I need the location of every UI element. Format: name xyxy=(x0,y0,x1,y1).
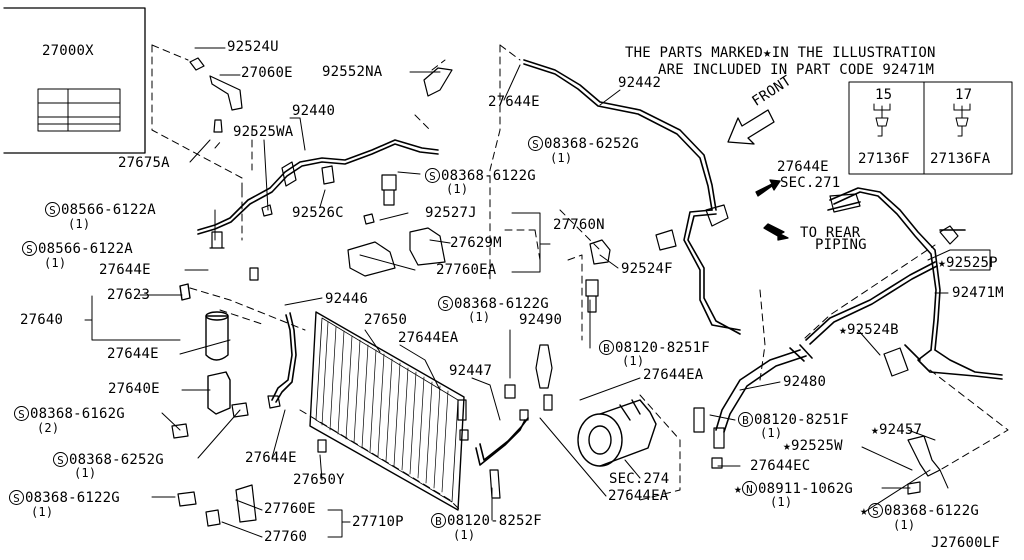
callout-27760E: 27760E xyxy=(264,501,316,517)
callout-92457: ★92457 xyxy=(871,422,923,439)
label-box-frame xyxy=(3,7,146,154)
callout-92524F: 92524F xyxy=(621,261,673,277)
caution-label-graphic xyxy=(37,88,121,132)
note-line-2: ARE INCLUDED IN PART CODE 92471M xyxy=(658,62,935,78)
callout-92480: 92480 xyxy=(783,374,827,390)
callout-sec274: SEC.274 xyxy=(609,471,670,487)
qty-08368-6162G: (2) xyxy=(37,421,60,435)
callout-27650Y: 27650Y xyxy=(293,472,345,488)
qty-08368-6122G-c: (1) xyxy=(31,505,54,519)
leader-lines xyxy=(84,47,991,538)
callout-27760N: 27760N xyxy=(553,217,605,233)
pipes xyxy=(197,59,1003,466)
legend-size-15: 15 xyxy=(875,87,893,103)
callout-92525P: ★92525P xyxy=(938,255,998,272)
qty-08120-8251F-b: (1) xyxy=(760,426,783,440)
callout-92552NA: 92552NA xyxy=(322,64,383,80)
callout-27644E-left-2: 27644E xyxy=(107,346,159,362)
compressor-graphic xyxy=(577,399,657,467)
callout-27640: 27640 xyxy=(20,312,64,328)
callout-27623: 27623 xyxy=(107,287,151,303)
qty-08120-8252F: (1) xyxy=(453,528,476,542)
diagram-code: J27600LF xyxy=(931,535,1001,551)
callout-27710P: 27710P xyxy=(352,514,404,530)
callout-27760: 27760 xyxy=(264,529,308,545)
callout-92524B: ★92524B xyxy=(839,322,899,339)
to-rear-label: TO REAR xyxy=(800,225,861,241)
sec271-label: SEC.271 xyxy=(780,175,841,191)
callout-27644EA-a: 27644EA xyxy=(398,330,459,346)
callout-27675A: 27675A xyxy=(118,155,170,171)
callout-92526C: 92526C xyxy=(292,205,344,221)
qty-08911-1062G: (1) xyxy=(770,495,793,509)
callout-27644EC: 27644EC xyxy=(750,458,811,474)
callout-92525WA: 92525WA xyxy=(233,124,294,140)
callout-27644E-right: 27644E xyxy=(777,159,829,175)
qty-08120-8251F-a: (1) xyxy=(622,354,645,368)
legend-size-17: 17 xyxy=(955,87,973,103)
callout-27060E: 27060E xyxy=(241,65,293,81)
callout-27644EA-c: 27644EA xyxy=(608,488,669,504)
callout-92447: 92447 xyxy=(449,363,493,379)
condenser-graphic xyxy=(309,311,465,511)
legend-part-27136F: 27136F xyxy=(858,151,910,167)
callout-92490: 92490 xyxy=(519,312,563,328)
callout-92446: 92446 xyxy=(325,291,369,307)
callout-27644EA-b: 27644EA xyxy=(643,367,704,383)
direction-arrows xyxy=(727,109,789,241)
qty-08368-6122G-d: (1) xyxy=(893,518,916,532)
qty-08368-6122G-a: (1) xyxy=(446,182,469,196)
callout-92525W: ★92525W xyxy=(783,438,843,455)
qty-08368-6122G-b: (1) xyxy=(468,310,491,324)
callout-92442: 92442 xyxy=(618,75,662,91)
callout-92524U: 92524U xyxy=(227,39,279,55)
callout-92471M: 92471M xyxy=(952,285,1004,301)
legend-part-27136FA: 27136FA xyxy=(930,151,991,167)
callout-27644E-left: 27644E xyxy=(99,262,151,278)
dashed-outlines xyxy=(151,44,1009,511)
callout-27650: 27650 xyxy=(364,312,408,328)
callout-92527J: 92527J xyxy=(425,205,477,221)
qty-08566-6122A-b: (1) xyxy=(44,256,67,270)
label-box-title: 27000X xyxy=(42,43,94,59)
callout-27640E: 27640E xyxy=(108,381,160,397)
callout-27629M: 27629M xyxy=(450,235,502,251)
qty-08368-6252G-b: (1) xyxy=(74,466,97,480)
piping-label: PIPING xyxy=(815,237,867,253)
callout-92440: 92440 xyxy=(292,103,336,119)
callout-27644E-bottom: 27644E xyxy=(245,450,297,466)
note-line-1: THE PARTS MARKED★IN THE ILLUSTRATION xyxy=(625,45,936,61)
small-parts xyxy=(171,57,959,527)
receiver-drier-graphic xyxy=(179,283,231,415)
callout-27644E-top: 27644E xyxy=(488,94,540,110)
legend-table-frame xyxy=(848,81,1013,175)
callout-27760EA: 27760EA xyxy=(436,262,497,278)
qty-08566-6122A-a: (1) xyxy=(68,217,91,231)
qty-08368-6252G-top: (1) xyxy=(550,151,573,165)
